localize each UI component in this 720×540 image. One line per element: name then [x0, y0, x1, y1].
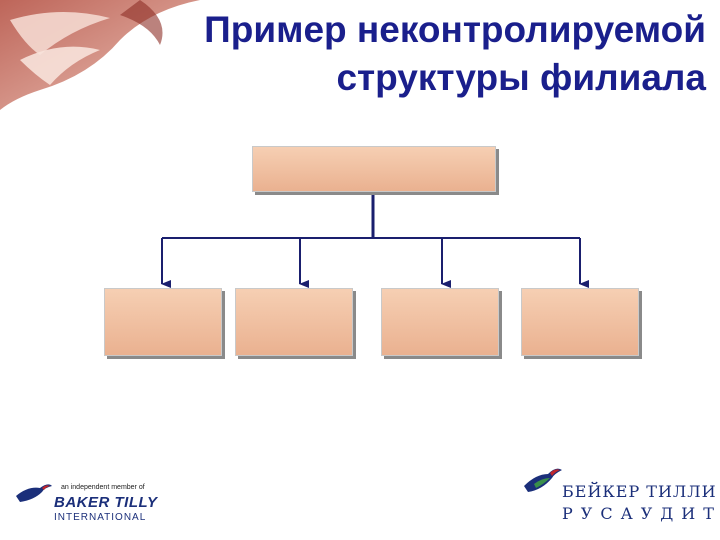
org-child-box-4 — [521, 288, 639, 356]
baker-tilly-name: BAKER TILLY — [54, 494, 158, 511]
org-child-box-2 — [235, 288, 353, 356]
rusaudit-name-line-1: БЕЙКЕР ТИЛЛИ — [562, 482, 717, 501]
bird-logo-icon — [16, 484, 52, 502]
org-child-box-3 — [381, 288, 499, 356]
org-child-box-1 — [104, 288, 222, 356]
slide-title: Пример неконтролируемой структуры филиал… — [204, 6, 706, 102]
slide-title-line-1: Пример неконтролируемой — [204, 9, 706, 50]
rusaudit-name-line-2: РУСАУДИТ — [562, 504, 720, 523]
corner-ornament — [0, 0, 200, 110]
baker-tilly-tagline: an independent member of — [61, 484, 145, 491]
baker-tilly-international: INTERNATIONAL — [54, 512, 147, 523]
baker-tilly-international-logo: an independent member of BAKER TILLY INT… — [14, 478, 164, 528]
baker-tilly-rusaudit-logo: БЕЙКЕР ТИЛЛИ РУСАУДИТ — [520, 462, 716, 528]
bird-logo-icon — [524, 468, 562, 492]
org-root-box — [252, 146, 496, 192]
slide-title-line-2: структуры филиала — [336, 57, 706, 98]
